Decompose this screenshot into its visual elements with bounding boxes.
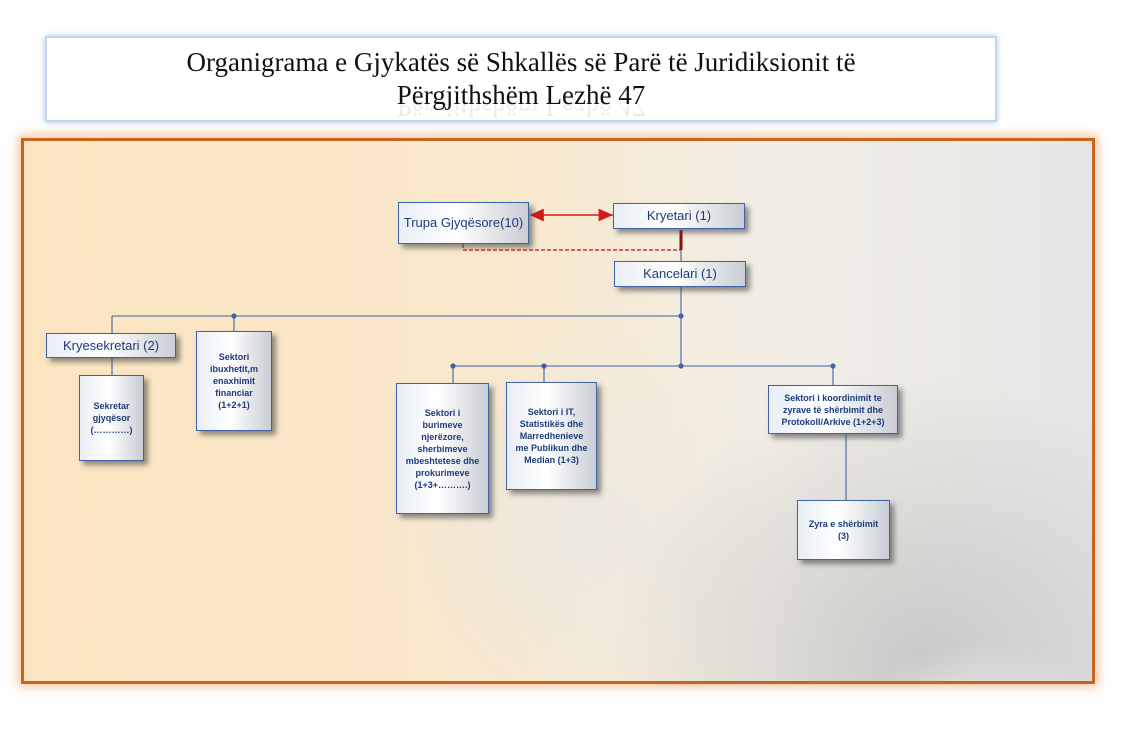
node-kancelari: Kancelari (1) bbox=[614, 261, 746, 287]
node-kryesekretari-label: Kryesekretari (2) bbox=[62, 337, 160, 353]
node-zyra-sherbimit: Zyra e shërbimit (3) bbox=[797, 500, 890, 560]
junction-dots bbox=[231, 313, 836, 369]
node-kancelari-label: Kancelari (1) bbox=[643, 266, 717, 281]
node-trupa-gjyqesore: Trupa Gjyqësore(10) bbox=[398, 202, 529, 244]
node-sektori-it: Sektori i IT, Statistikës dhe Marredheni… bbox=[506, 382, 597, 490]
node-koordinim-label: Sektori i koordinimit te zyrave të shërb… bbox=[781, 392, 885, 427]
node-burime-label: Sektori i burimeve njerëzore, sherbimeve… bbox=[405, 407, 480, 490]
relation-link-dashed bbox=[462, 244, 681, 251]
node-kryetari-label: Kryetari (1) bbox=[646, 208, 712, 223]
node-sektori-burimeve: Sektori i burimeve njerëzore, sherbimeve… bbox=[396, 383, 489, 514]
node-sekretar-label: Sekretar gjyqësor (…………) bbox=[90, 401, 133, 435]
hierarchy-lines bbox=[111, 250, 847, 501]
node-zyra-label: Zyra e shërbimit (3) bbox=[808, 519, 879, 541]
title-line-1: Organigrama e Gjykatës së Shkallës së Pa… bbox=[186, 47, 856, 77]
chart-title: Organigrama e Gjykatës së Shkallës së Pa… bbox=[45, 36, 997, 122]
node-kryesekretari: Kryesekretari (2) bbox=[46, 333, 176, 358]
node-sektori-buxhetit: Sektori ibuxhetit,m enaxhimit financiar … bbox=[196, 331, 272, 431]
node-it-label: Sektori i IT, Statistikës dhe Marredheni… bbox=[515, 407, 588, 465]
title-line-2: Përgjithshëm Lezhë 47 bbox=[396, 80, 646, 110]
node-sektori-koordinimit: Sektori i koordinimit te zyrave të shërb… bbox=[768, 385, 898, 434]
node-buxhet-label: Sektori ibuxhetit,m enaxhimit financiar … bbox=[209, 352, 258, 410]
node-trupa-label: Trupa Gjyqësore(10) bbox=[403, 215, 524, 230]
node-sekretar-gjyqesor: Sekretar gjyqësor (…………) bbox=[79, 375, 144, 461]
node-kryetari: Kryetari (1) bbox=[613, 203, 745, 229]
